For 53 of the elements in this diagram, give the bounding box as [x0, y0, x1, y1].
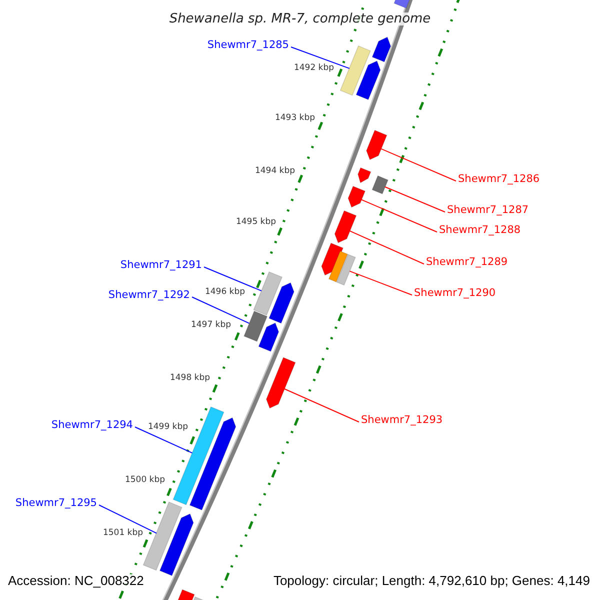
position-label: 1499 kbp [148, 422, 188, 432]
gene-label: Shewmr7_1295 [15, 498, 97, 508]
leader-line [360, 199, 438, 232]
gene-feature-block [328, 250, 348, 282]
pointed-gene-feature [348, 186, 366, 208]
pointed-gene-feature [334, 210, 357, 244]
gene-label: Shewmr7_1294 [51, 420, 133, 430]
pointed-gene-feature [366, 130, 388, 160]
leader-line [384, 186, 446, 212]
gene-label: Shewmr7_1293 [361, 414, 443, 426]
leader-line [134, 426, 193, 454]
gene-feature-block [336, 254, 356, 286]
position-label: 1498 kbp [170, 374, 210, 382]
position-label: 1497 kbp [190, 320, 232, 330]
pointed-gene-feature [358, 167, 372, 184]
gene-label: Shewmr7_1287 [447, 204, 529, 216]
position-label: 1496 kbp [204, 288, 246, 296]
pointed-gene-feature [356, 60, 381, 100]
gene-label: Shewmr7_1289 [426, 256, 508, 268]
leader-line [290, 46, 350, 69]
position-label: 1495 kbp [236, 218, 276, 226]
leader-line [98, 504, 157, 534]
pointed-gene-feature [258, 322, 280, 352]
gene-label: Shewmr7_1285 [207, 40, 289, 50]
pointed-gene-feature [268, 282, 294, 324]
gene-feature-block [243, 310, 268, 342]
genome-info-text: Topology: circular; Length: 4,792,610 bp; Genes: 4,149 [273, 574, 590, 587]
gene-label: Shewmr7_1290 [414, 288, 496, 298]
gene-label: Shewmr7_1288 [439, 224, 521, 236]
gene-feature-block [340, 45, 371, 96]
gene-feature-block [142, 502, 182, 571]
position-label: 1501 kbp [102, 528, 144, 538]
gene-feature-block [253, 271, 283, 316]
gene-label: Shewmr7_1286 [458, 174, 540, 184]
position-label: 1492 kbp [294, 64, 334, 72]
position-label: 1494 kbp [254, 166, 296, 176]
gene-feature-block [172, 406, 224, 506]
leader-line [284, 388, 360, 422]
accession-text: Accession: NC_008322 [8, 574, 144, 587]
pointed-gene-feature [189, 417, 236, 511]
leader-line [204, 266, 262, 292]
gene-label: Shewmr7_1291 [120, 260, 202, 270]
leader-line [192, 296, 250, 324]
pointed-gene-feature [159, 513, 194, 576]
position-label: 1493 kbp [274, 114, 316, 122]
gene-feature-block [372, 175, 389, 194]
leader-line [349, 230, 424, 264]
pointed-gene-feature [372, 36, 392, 62]
leader-line [349, 270, 412, 296]
gene-label: Shewmr7_1292 [108, 290, 190, 300]
leader-line [380, 148, 456, 182]
pointed-gene-feature [266, 357, 296, 409]
position-label: 1500 kbp [124, 476, 166, 484]
